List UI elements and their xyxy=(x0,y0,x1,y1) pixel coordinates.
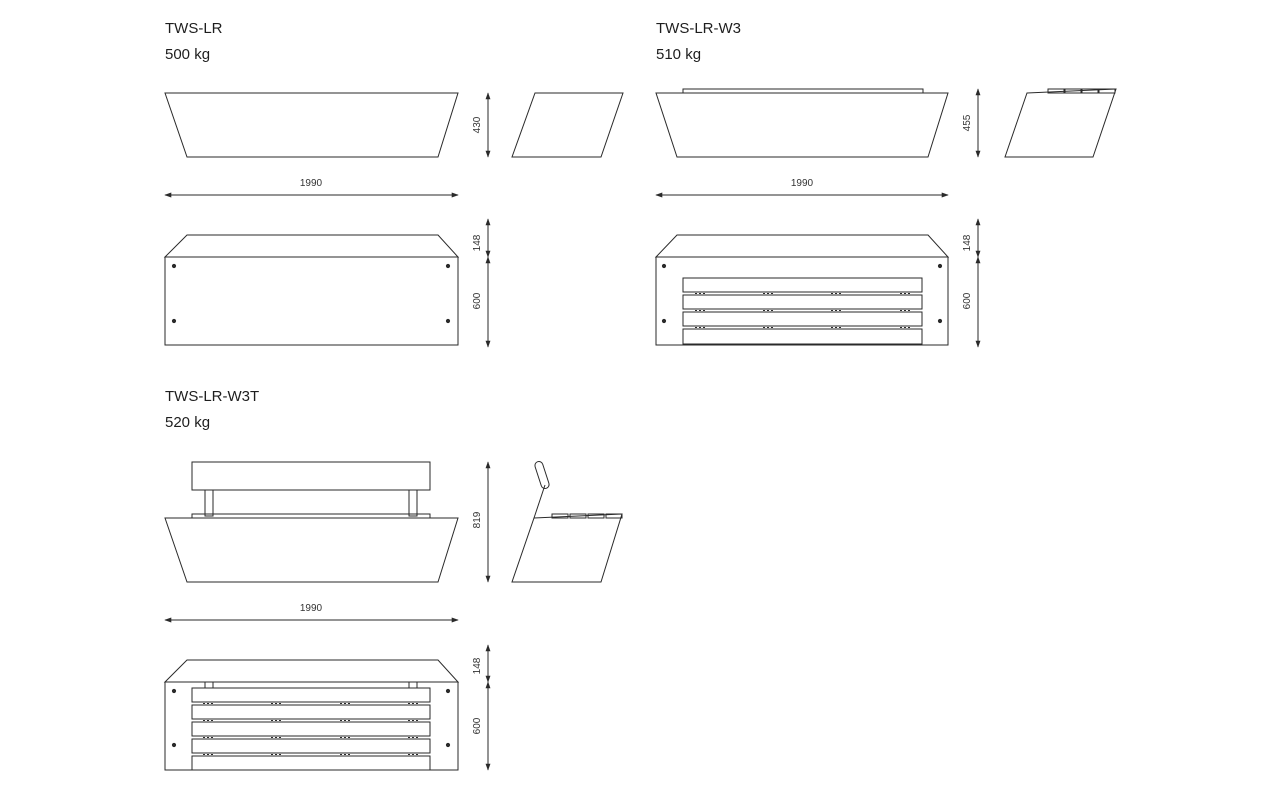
tws-lr-w3-front-elevation xyxy=(655,88,949,158)
tws-lr-w3t-dimensions xyxy=(164,461,491,771)
tws-lr-w3-front-height-label: 600 xyxy=(962,292,973,309)
tws-lr-dimensions xyxy=(164,92,491,348)
tws-lr-w3t-top-view xyxy=(163,659,460,771)
tws-lr-w3-dimensions xyxy=(655,88,981,348)
tws-lr-w3t-height-label: 819 xyxy=(472,511,483,528)
product-weight-tws-lr-w3: 510 kg xyxy=(656,46,702,63)
tws-lr-w3-height-label: 455 xyxy=(962,114,973,131)
tws-lr-side-elevation xyxy=(511,92,624,158)
tws-lr-top-depth-label: 148 xyxy=(472,234,483,251)
tws-lr-w3t-side-elevation xyxy=(511,460,623,583)
product-model-tws-lr-w3: TWS-LR-W3 xyxy=(656,20,741,37)
tws-lr-w3-top-view xyxy=(654,234,950,346)
tws-lr-w3-top-depth-label: 148 xyxy=(962,234,973,251)
tws-lr-w3t-top-depth-label: 148 xyxy=(472,657,483,674)
product-model-tws-lr-w3t: TWS-LR-W3T xyxy=(165,388,260,405)
tws-lr-width-label: 1990 xyxy=(300,178,323,189)
tws-lr-w3-side-elevation xyxy=(1004,88,1117,158)
tws-lr-top-view xyxy=(163,234,460,346)
tws-lr-w3-width-label: 1990 xyxy=(791,178,814,189)
tws-lr-w3t-front-elevation xyxy=(164,461,459,583)
product-weight-tws-lr-w3t: 520 kg xyxy=(165,414,211,431)
tws-lr-w3t-front-height-label: 600 xyxy=(472,717,483,734)
product-weight-tws-lr: 500 kg xyxy=(165,46,211,63)
tws-lr-height-label: 430 xyxy=(472,116,483,133)
tws-lr-front-height-label: 600 xyxy=(472,292,483,309)
tws-lr-front-elevation xyxy=(164,92,459,158)
tws-lr-w3t-width-label: 1990 xyxy=(300,603,323,614)
product-model-tws-lr: TWS-LR xyxy=(165,20,223,37)
